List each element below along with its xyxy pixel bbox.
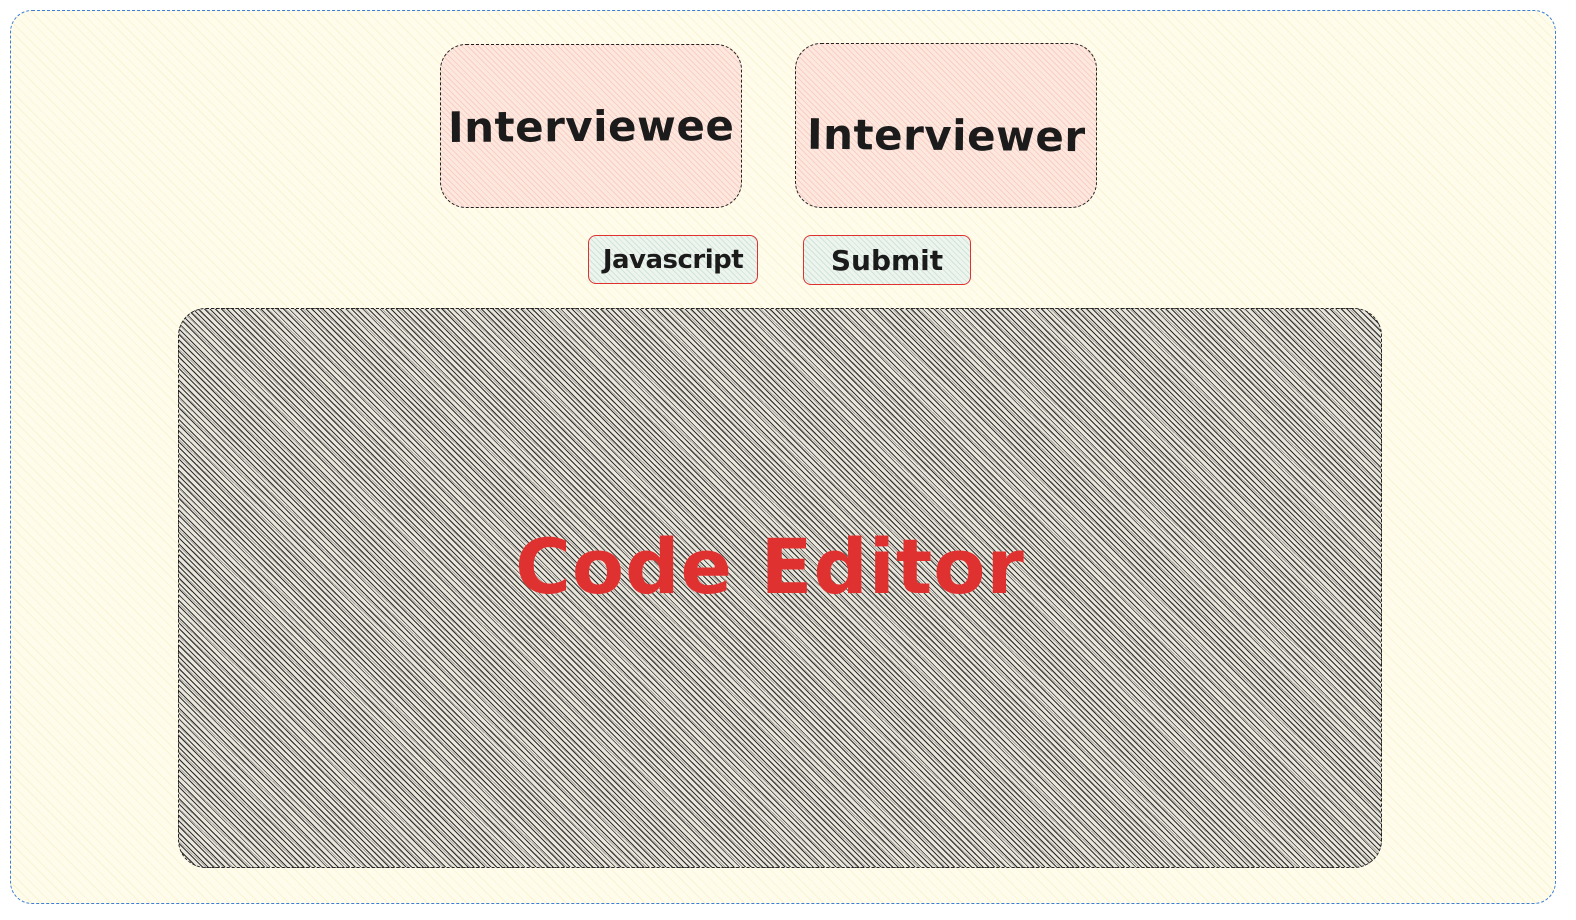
interviewee-video-panel: Interviewee <box>440 44 742 208</box>
language-select-button[interactable]: Javascript <box>588 235 758 284</box>
code-editor[interactable]: Code Editor <box>178 308 1382 868</box>
interviewer-video-panel: Interviewer <box>795 43 1097 208</box>
interviewee-label: Interviewee <box>447 100 735 152</box>
language-select-label: Javascript <box>602 244 744 275</box>
code-editor-label: Code Editor <box>515 521 1025 611</box>
submit-button-label: Submit <box>830 243 944 277</box>
submit-button[interactable]: Submit <box>803 235 971 285</box>
interviewer-label: Interviewer <box>806 109 1086 162</box>
